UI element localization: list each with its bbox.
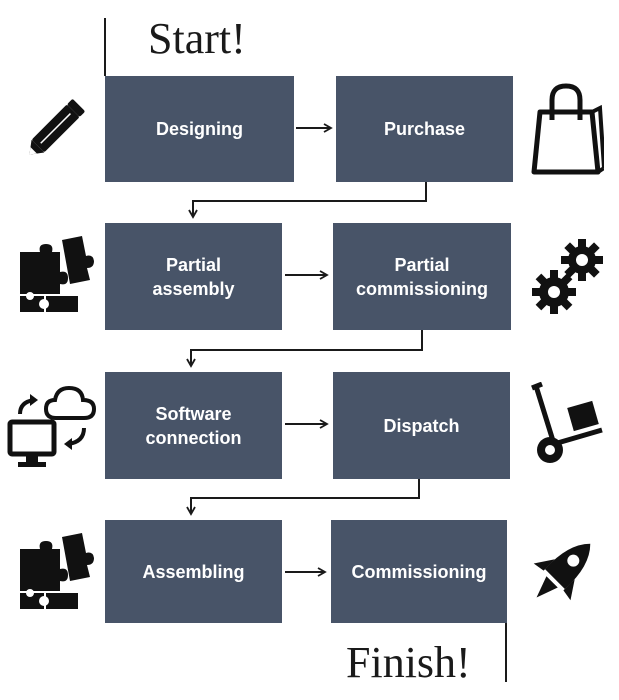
step-label: Dispatch	[383, 415, 460, 436]
hand-truck-icon	[531, 382, 603, 463]
step-label: Partial assembly	[152, 254, 235, 299]
connector-row1-row2	[188, 182, 427, 219]
step-label: Partial commissioning	[355, 254, 489, 299]
shopping-bag-icon	[531, 83, 604, 175]
pencil-icon	[29, 99, 85, 155]
step-partial-commissioning: Partial commissioning	[333, 223, 511, 330]
step-commissioning: Commissioning	[331, 520, 507, 623]
step-label: Commissioning	[351, 561, 487, 582]
rocket-icon	[533, 543, 591, 601]
gears-icon	[532, 239, 603, 314]
step-assembling: Assembling	[105, 520, 282, 623]
puzzle-icon	[20, 533, 94, 609]
finish-label: Finish!	[346, 638, 471, 687]
puzzle-icon	[20, 236, 94, 312]
connector-row3-row4	[186, 479, 420, 516]
step-software-connection: Software connection	[105, 372, 282, 479]
step-label: Designing	[155, 119, 243, 139]
step-purchase: Purchase	[336, 76, 513, 182]
cloud-computer-sync-icon	[7, 385, 97, 467]
step-label: Software connection	[145, 403, 242, 448]
connector-row2-row3	[186, 330, 423, 368]
step-label: Purchase	[383, 119, 466, 139]
start-label: Start!	[148, 14, 246, 63]
step-partial-assembly: Partial assembly	[105, 223, 282, 330]
step-label: Assembling	[142, 561, 245, 582]
step-designing: Designing	[105, 76, 294, 182]
step-dispatch: Dispatch	[333, 372, 510, 479]
